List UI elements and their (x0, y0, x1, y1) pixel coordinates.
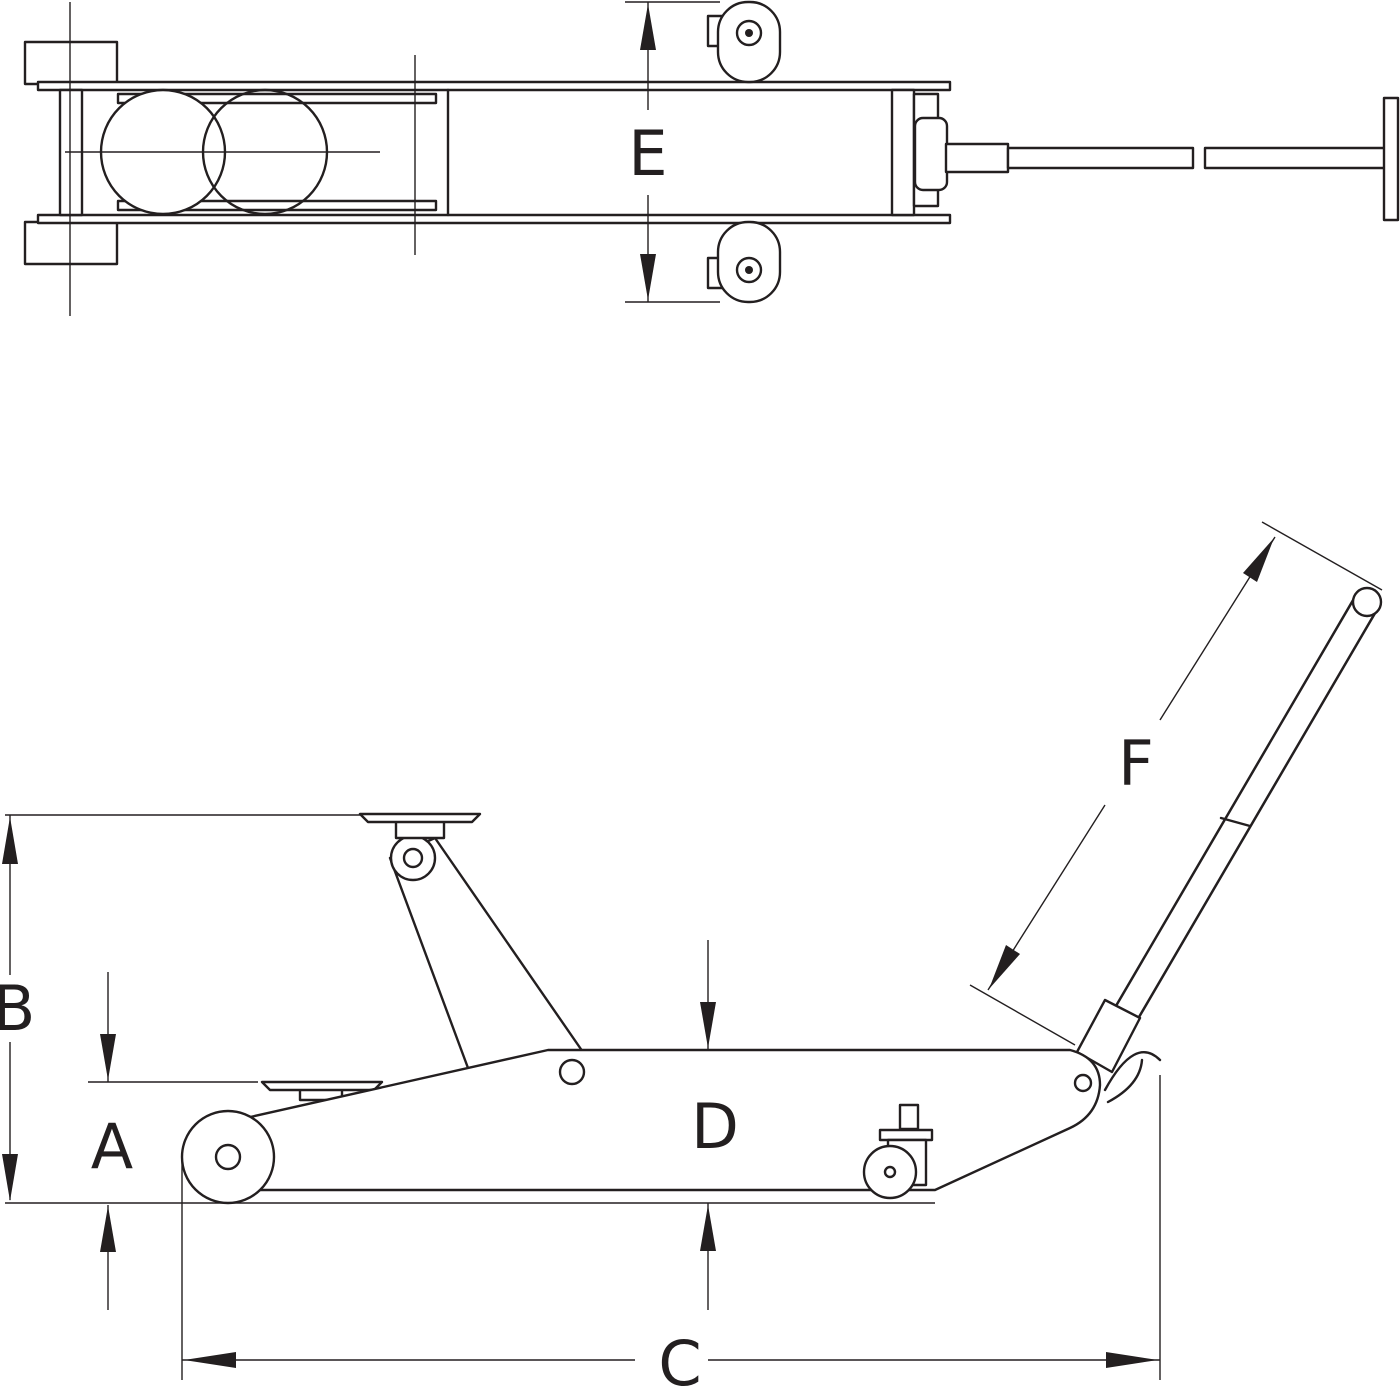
side-saddle-lowered (260, 1080, 384, 1092)
top-caster-upper (716, 0, 782, 84)
side-body-pin (558, 1058, 586, 1086)
side-chassis (226, 1048, 1102, 1192)
side-handle-fill (1093, 593, 1377, 1062)
side-arm-pivot-pin (402, 847, 424, 869)
top-rear-block (890, 88, 916, 217)
dim-d-arrow-top (700, 1002, 716, 1048)
side-handle-socket (1075, 998, 1142, 1074)
top-caster-bolt-upper (735, 19, 763, 47)
top-rail-upper (36, 80, 952, 92)
dim-label-b: B (0, 972, 35, 1045)
top-view: E (23, 0, 1400, 316)
dim-a-arrow-bottom (100, 1206, 116, 1252)
top-handle-part-2 (1203, 146, 1387, 170)
dim-b-arrow-top (2, 817, 18, 864)
dim-a-arrow-top (100, 1034, 116, 1080)
top-front-wheel-lower (23, 220, 119, 266)
side-caster-wheel (862, 1144, 918, 1200)
top-caster-bolt-upper-center (745, 29, 753, 37)
dim-b-arrow-bottom (2, 1154, 18, 1201)
dim-label-c: C (658, 1327, 701, 1400)
side-caster-plate (878, 1128, 934, 1142)
side-caster-top (898, 1103, 920, 1131)
top-handle-part-1 (1006, 146, 1195, 170)
dim-f-ext-top (1261, 521, 1383, 591)
dim-label-e: E (628, 117, 667, 190)
dim-c-arrow-left (184, 1352, 236, 1368)
top-caster-bolt-lower (735, 256, 763, 284)
top-rail-lower (36, 213, 952, 225)
side-rear-pin (1073, 1073, 1093, 1093)
dim-label-a: A (91, 1110, 133, 1183)
side-handle-knob (1351, 586, 1383, 618)
dim-d-arrow-bottom (700, 1205, 716, 1251)
dim-c-arrow-right (1106, 1352, 1158, 1368)
dim-label-f: F (1118, 727, 1154, 800)
top-handle-socket (944, 142, 1010, 174)
top-pump (913, 116, 949, 192)
dim-f-arrow-bottom (989, 945, 1020, 989)
side-caster-hub (883, 1165, 897, 1179)
dim-label-d: D (691, 1090, 739, 1163)
side-arm-pivot-ring (389, 834, 437, 882)
side-view (5, 586, 1383, 1205)
side-front-wheel-hub (214, 1143, 242, 1171)
dimensions-side: B A D C F (0, 521, 1383, 1400)
side-rear-hook (1103, 1051, 1162, 1104)
top-inner-guide-lower (116, 199, 438, 212)
side-handle-joint (1219, 816, 1252, 828)
dim-e-arrow-lower (640, 254, 656, 300)
top-front-wheel-upper (23, 40, 119, 86)
top-caster-bolt-lower-center (745, 266, 753, 274)
side-front-wheel (180, 1109, 276, 1205)
dim-e-arrow-upper (640, 4, 656, 50)
top-caster-lower (716, 220, 782, 304)
side-saddle-raised (358, 812, 482, 824)
top-inner-guide-upper (116, 92, 438, 105)
dim-f-ext-bottom (969, 984, 1076, 1046)
top-handle-grip (1382, 96, 1400, 222)
dim-f-arrow-top (1243, 538, 1274, 582)
